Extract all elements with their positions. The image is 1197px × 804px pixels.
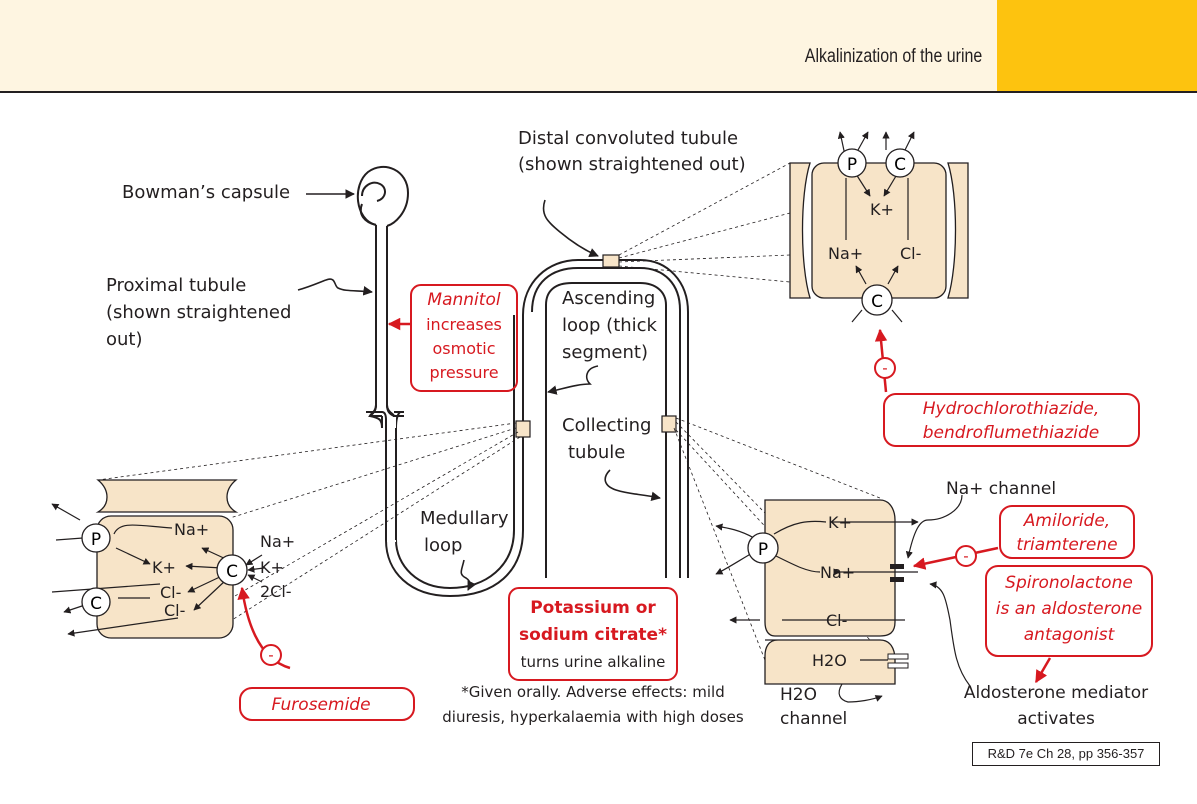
citrate-line3: turns urine alkaline bbox=[521, 653, 666, 671]
label-bowmans-capsule: Bowman’s capsule bbox=[122, 182, 290, 203]
bowmans-capsule bbox=[356, 166, 410, 227]
loop-cl-left-2: Cl- bbox=[164, 601, 185, 620]
h2o-channel-label-1: H2O bbox=[780, 685, 817, 705]
reference-label: R&D 7e Ch 28, pp 356-357 bbox=[972, 742, 1160, 766]
distal-cotransporter: C bbox=[871, 292, 883, 312]
thiazide-inhibit bbox=[874, 357, 896, 379]
label-proximal-3: out) bbox=[106, 329, 143, 350]
na-channel-part bbox=[890, 564, 904, 569]
label-collecting-1: Collecting bbox=[562, 415, 651, 436]
medullary-loop-inner bbox=[395, 315, 515, 590]
label-ascending-2: loop (thick bbox=[562, 315, 658, 336]
citrate-line1: Potassium or bbox=[530, 598, 656, 618]
loop-na-right: Na+ bbox=[260, 532, 295, 551]
distal-na: Na+ bbox=[828, 244, 863, 263]
collecting-cell-marker bbox=[661, 415, 677, 433]
h2o-channel-label-2: channel bbox=[780, 709, 847, 729]
distal-cell bbox=[789, 162, 969, 299]
ascending-loop-inner bbox=[545, 282, 667, 578]
amiloride-box bbox=[999, 505, 1135, 559]
header-accent bbox=[997, 0, 1197, 92]
na-channel-part bbox=[890, 577, 904, 582]
loop-cl-right: 2Cl- bbox=[260, 582, 292, 601]
collecting-cell bbox=[764, 499, 896, 685]
distal-k: K+ bbox=[870, 200, 894, 219]
mannitol-box bbox=[410, 284, 518, 392]
amiloride-inhibit bbox=[955, 545, 977, 567]
loop-k-right: K+ bbox=[260, 558, 284, 577]
loop-channel: C bbox=[90, 594, 102, 614]
mannitol-line2: osmotic bbox=[432, 339, 495, 358]
nephron-tubule bbox=[356, 166, 689, 598]
thiazide-line1: Hydrochlorothiazide, bbox=[923, 399, 1100, 419]
furosemide-arrow bbox=[237, 586, 291, 670]
aldosterone-line2: activates bbox=[1017, 709, 1095, 729]
mannitol-name: Mannitol bbox=[427, 290, 500, 310]
header-rule bbox=[0, 91, 1197, 93]
citrate-footnote-1: *Given orally. Adverse effects: mild bbox=[461, 683, 724, 701]
mannitol-line3: pressure bbox=[429, 363, 498, 382]
header-band bbox=[0, 0, 997, 92]
collecting-h2o: H2O bbox=[812, 651, 847, 670]
distal-cl: Cl- bbox=[900, 244, 921, 263]
spironolactone-arrow bbox=[1034, 657, 1052, 684]
amiloride-line2: triamterene bbox=[1016, 535, 1117, 555]
label-ascending-3: segment) bbox=[562, 342, 648, 363]
label-distal-2: (shown straightened out) bbox=[518, 154, 746, 175]
thiazide-inhibit-sign: - bbox=[882, 359, 887, 377]
citrate-box bbox=[508, 587, 678, 681]
loop-na-left: Na+ bbox=[174, 520, 209, 539]
label-pointers bbox=[297, 189, 661, 591]
spironolactone-box bbox=[985, 565, 1153, 657]
spiro-line1: Spironolactone bbox=[1005, 573, 1133, 593]
collecting-cl: Cl- bbox=[826, 611, 847, 630]
collecting-pump: P bbox=[758, 540, 768, 560]
thiazide-line2: bendroflumethiazide bbox=[923, 423, 1099, 443]
label-distal-1: Distal convoluted tubule bbox=[518, 128, 738, 149]
loop-pump: P bbox=[91, 530, 101, 550]
label-proximal-2: (shown straightened bbox=[106, 302, 291, 323]
aldosterone-line1: Aldosterone mediator bbox=[964, 683, 1148, 703]
loop-cell-marker bbox=[515, 420, 531, 438]
distal-cell-marker bbox=[602, 254, 620, 268]
label-medullary-2: loop bbox=[424, 535, 462, 556]
mannitol-line1: increases bbox=[426, 315, 502, 334]
distal-pump: P bbox=[847, 155, 857, 175]
page-title: Alkalinization of the urine bbox=[804, 46, 982, 67]
label-ascending-1: Ascending bbox=[562, 288, 655, 309]
loop-cl-left-1: Cl- bbox=[160, 583, 181, 602]
collecting-k: K+ bbox=[828, 513, 852, 532]
label-medullary-1: Medullary bbox=[420, 508, 509, 529]
label-collecting-2: tubule bbox=[568, 442, 625, 463]
amiloride-inhibit-sign: - bbox=[963, 547, 968, 565]
h2o-channel-part bbox=[887, 662, 909, 669]
loop-k-left: K+ bbox=[152, 558, 176, 577]
thiazide-box bbox=[883, 393, 1140, 447]
label-proximal-1: Proximal tubule bbox=[106, 275, 246, 296]
na-channel-label: Na+ channel bbox=[946, 479, 1056, 499]
loop-cotransporter: C bbox=[226, 562, 238, 582]
distal-channel: C bbox=[894, 155, 906, 175]
furosemide-inhibit bbox=[260, 644, 282, 666]
h2o-channel-part bbox=[887, 653, 909, 660]
collecting-na: Na+ bbox=[820, 563, 855, 582]
citrate-line2: sodium citrate* bbox=[519, 625, 667, 645]
furosemide-label: Furosemide bbox=[271, 695, 370, 715]
citrate-footnote-2: diuresis, hyperkalaemia with high doses bbox=[442, 708, 744, 726]
furosemide-box bbox=[239, 687, 415, 721]
spiro-line3: antagonist bbox=[1024, 625, 1116, 645]
zoom-guides bbox=[97, 162, 881, 679]
amiloride-line1: Amiloride, bbox=[1023, 511, 1110, 531]
spiro-line2: is an aldosterone bbox=[996, 599, 1143, 619]
furosemide-inhibit-sign: - bbox=[268, 646, 273, 664]
